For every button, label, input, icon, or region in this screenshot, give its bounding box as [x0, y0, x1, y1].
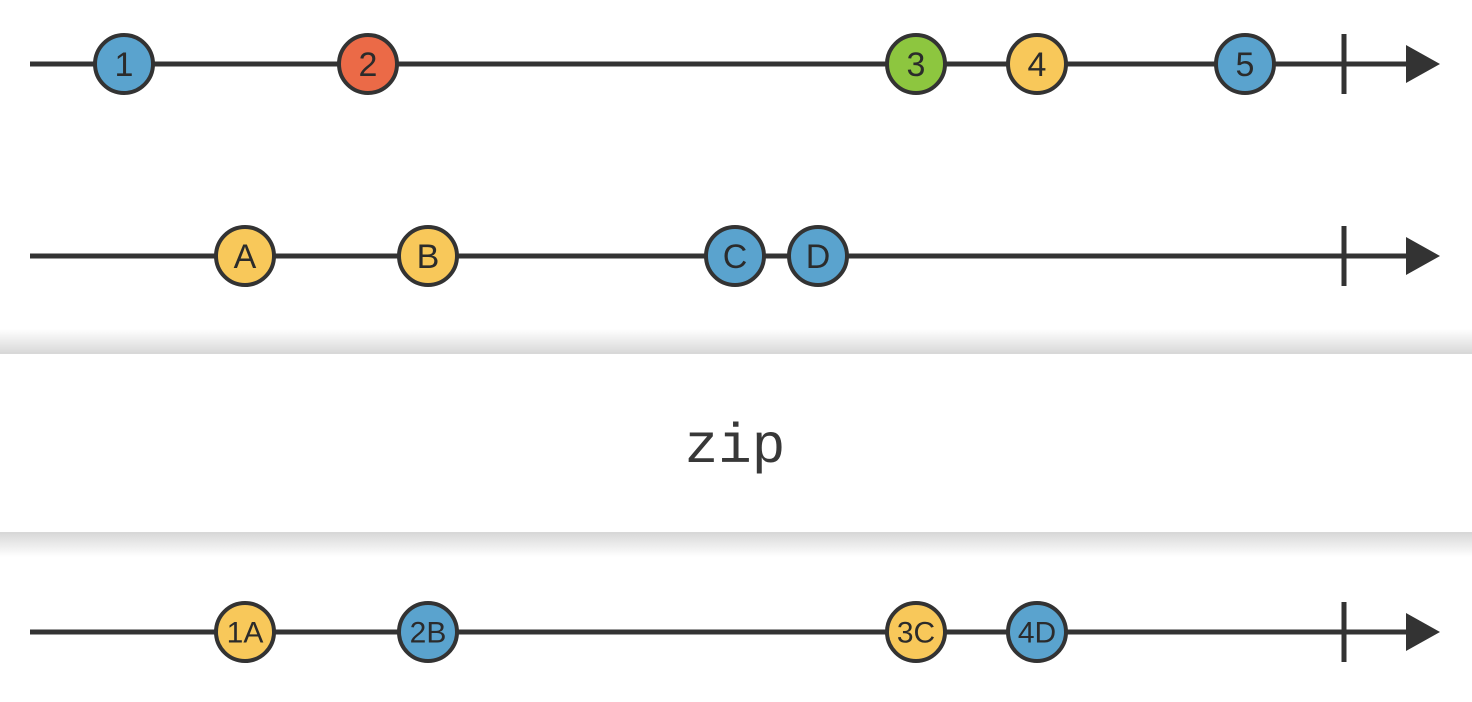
marble-circle[interactable]: [1006, 601, 1068, 663]
marble[interactable]: 3C: [885, 601, 947, 663]
marble-circle[interactable]: [93, 33, 155, 95]
marble-circle[interactable]: [1006, 33, 1068, 95]
operator-band-bottom-shadow: [0, 533, 1472, 557]
marble-circle[interactable]: [1214, 33, 1276, 95]
marble[interactable]: 4: [1006, 33, 1068, 95]
marble[interactable]: 1: [93, 33, 155, 95]
marble[interactable]: 2: [337, 33, 399, 95]
operator-band: zip: [0, 329, 1472, 557]
marble-circle[interactable]: [214, 601, 276, 663]
marble-circle[interactable]: [885, 33, 947, 95]
marble-circle[interactable]: [704, 225, 766, 287]
marble-circle[interactable]: [397, 225, 459, 287]
marble[interactable]: 4D: [1006, 601, 1068, 663]
marble[interactable]: 3: [885, 33, 947, 95]
operator-band-top-shadow: [0, 329, 1472, 353]
marble[interactable]: D: [787, 225, 849, 287]
marble[interactable]: A: [214, 225, 276, 287]
marble-circle[interactable]: [337, 33, 399, 95]
marble-circle[interactable]: [397, 601, 459, 663]
marble-circle[interactable]: [214, 225, 276, 287]
marble[interactable]: 1A: [214, 601, 276, 663]
timeline-arrowhead-icon: [1406, 237, 1440, 275]
marble[interactable]: 2B: [397, 601, 459, 663]
timeline-arrowhead-icon: [1406, 613, 1440, 651]
marble[interactable]: B: [397, 225, 459, 287]
timeline-arrowhead-icon: [1406, 45, 1440, 83]
marble-circle[interactable]: [885, 601, 947, 663]
marble[interactable]: 5: [1214, 33, 1276, 95]
operator-label: zip: [685, 415, 786, 479]
marble-circle[interactable]: [787, 225, 849, 287]
marble[interactable]: C: [704, 225, 766, 287]
